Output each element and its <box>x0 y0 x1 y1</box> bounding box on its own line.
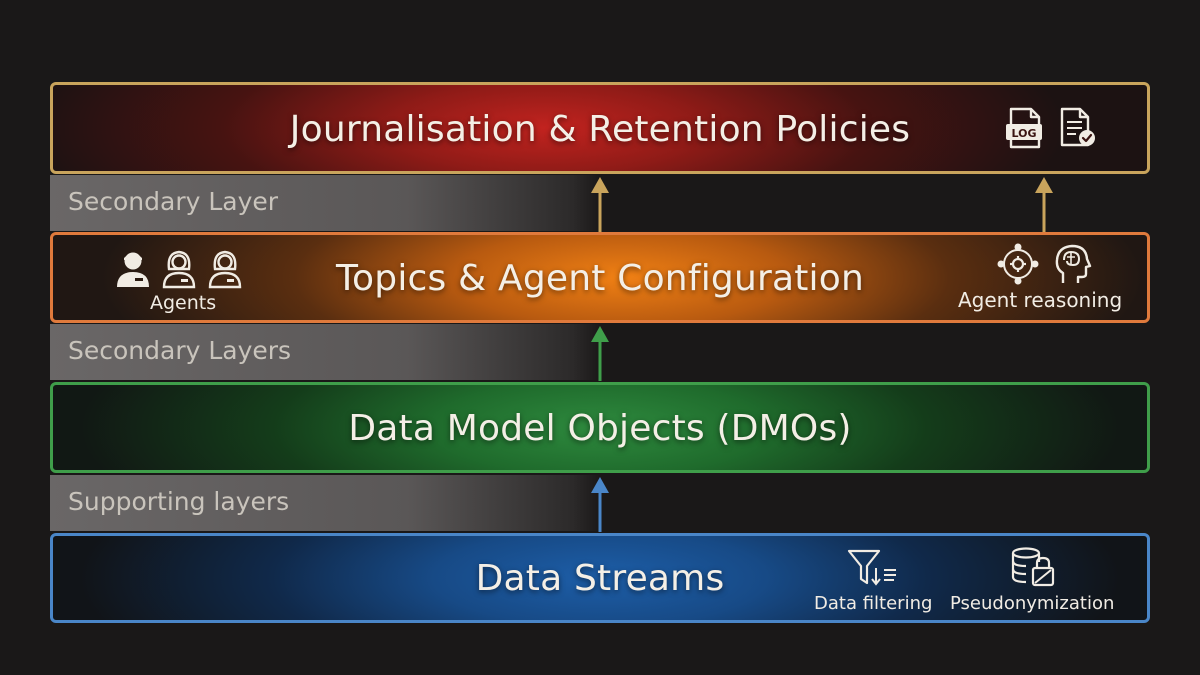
agent-female-icon <box>207 249 243 293</box>
green-arrow-up <box>591 326 609 381</box>
journalisation-title: Journalisation & Retention Policies <box>289 109 911 150</box>
dmo-title: Data Model Objects (DMOs) <box>348 408 852 449</box>
brain-head-icon <box>1053 243 1093 289</box>
data-streams-layer: Data Streams Data filtering Pseudonymiza… <box>50 533 1150 623</box>
svg-text:LOG: LOG <box>1012 127 1037 140</box>
secondary-layer-label: Secondary Layer <box>68 187 279 216</box>
secondary-layers-label: Secondary Layers <box>68 336 292 365</box>
data-streams-title: Data Streams <box>475 558 725 599</box>
gold-arrow-up-left <box>591 177 609 232</box>
agent-female-icon <box>161 249 197 293</box>
agents-caption: Agents <box>150 292 217 314</box>
topics-layer: Topics & Agent Configuration Agents <box>50 232 1150 323</box>
gold-arrow-up-right <box>1035 177 1053 232</box>
agent-male-icon <box>115 249 151 293</box>
network-gear-icon <box>997 243 1039 289</box>
log-file-icon: LOG <box>1005 107 1045 153</box>
supporting-layers-label: Supporting layers <box>68 487 290 516</box>
secondary-layers-band: Secondary Layers <box>50 324 600 380</box>
dmo-layer: Data Model Objects (DMOs) <box>50 382 1150 473</box>
topics-title: Topics & Agent Configuration <box>335 258 864 299</box>
supporting-layers-band: Supporting layers <box>50 475 600 531</box>
agent-reasoning-caption: Agent reasoning <box>958 288 1123 312</box>
blue-arrow-up <box>591 477 609 532</box>
filter-funnel-icon <box>846 548 902 592</box>
data-filtering-caption: Data filtering <box>814 593 933 614</box>
pseudonymization-caption: Pseudonymization <box>950 593 1115 614</box>
database-lock-icon <box>1009 546 1057 592</box>
secondary-layer-band: Secondary Layer <box>50 175 600 231</box>
document-check-icon <box>1058 107 1098 153</box>
journalisation-layer: Journalisation & Retention Policies LOG <box>50 82 1150 174</box>
